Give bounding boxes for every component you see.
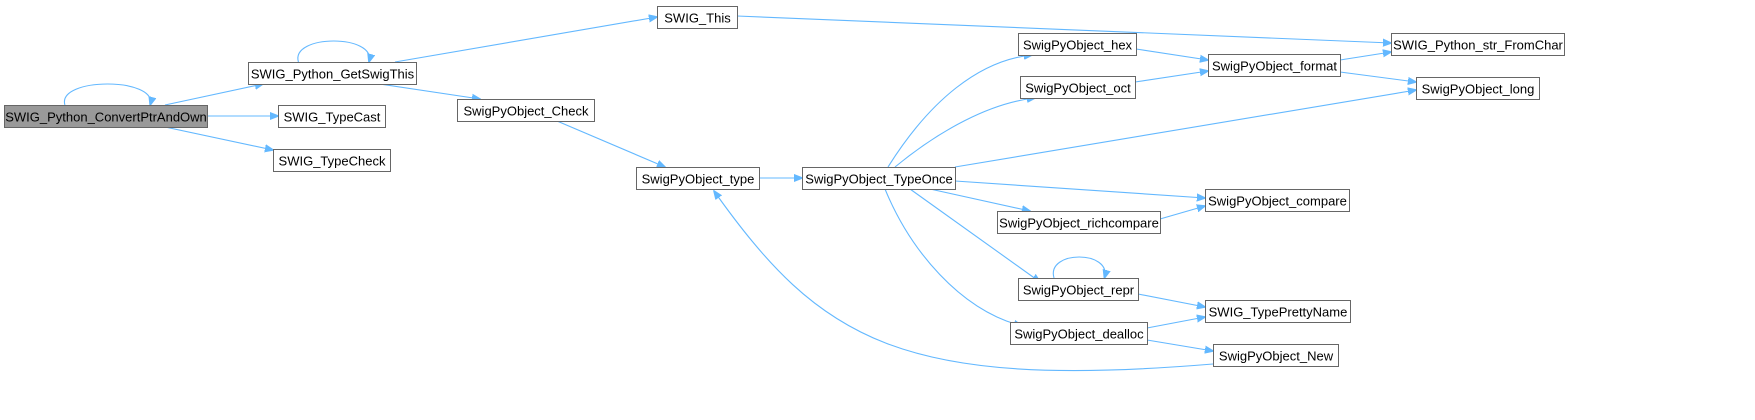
node-label: SwigPyObject_TypeOnce	[805, 172, 952, 187]
node-label: SWIG_TypePrettyName	[1209, 305, 1348, 320]
node-label: SwigPyObject_Check	[464, 104, 589, 119]
node-dealloc[interactable]: SwigPyObject_dealloc	[1010, 322, 1148, 345]
node-typeonce[interactable]: SwigPyObject_TypeOnce	[802, 167, 956, 190]
node-box	[1010, 322, 1148, 345]
node-richcompare[interactable]: SwigPyObject_richcompare	[997, 211, 1161, 234]
edges-layer	[64, 15, 1416, 372]
node-label: SWIG_Python_ConvertPtrAndOwn	[5, 110, 207, 125]
node-box	[636, 167, 760, 190]
node-format[interactable]: SwigPyObject_format	[1208, 54, 1341, 77]
node-label: SWIG_TypeCheck	[279, 154, 386, 169]
node-box	[997, 211, 1161, 234]
edge-getswigthis-to-check	[379, 83, 480, 99]
node-box	[802, 167, 956, 190]
node-root[interactable]: SWIG_Python_ConvertPtrAndOwn	[4, 105, 208, 128]
node-box	[248, 62, 417, 85]
edge-dealloc-to-new	[1146, 339, 1213, 351]
node-label: SwigPyObject_richcompare	[999, 216, 1159, 231]
node-box	[4, 105, 208, 128]
node-label: SwigPyObject_type	[642, 172, 755, 187]
edge-richcompare-to-compare	[1159, 206, 1205, 220]
edge-getswigthis-to-this	[394, 17, 657, 63]
node-box	[1020, 76, 1136, 99]
node-label: SwigPyObject_long	[1422, 82, 1535, 97]
node-repr[interactable]: SwigPyObject_repr	[1018, 278, 1139, 301]
edge-repr-to-repr	[1052, 256, 1105, 278]
node-type[interactable]: SwigPyObject_type	[636, 167, 760, 190]
node-oct[interactable]: SwigPyObject_oct	[1020, 76, 1136, 99]
node-label: SwigPyObject_format	[1212, 59, 1337, 74]
node-new[interactable]: SwigPyObject_New	[1213, 344, 1339, 367]
node-box	[1391, 33, 1565, 56]
node-box	[273, 149, 391, 172]
node-box	[657, 6, 738, 29]
node-label: SWIG_Python_str_FromChar	[1393, 38, 1563, 53]
edge-format-to-long	[1339, 71, 1416, 82]
edge-typeonce-to-richcompare	[929, 188, 1030, 211]
node-label: SWIG_Python_GetSwigThis	[251, 67, 415, 82]
edge-hex-to-format	[1135, 48, 1208, 60]
node-label: SwigPyObject_repr	[1023, 283, 1135, 298]
edge-typeonce-to-oct	[894, 98, 1035, 168]
node-box	[1416, 77, 1540, 100]
node-box	[1208, 54, 1341, 77]
node-prettyname[interactable]: SWIG_TypePrettyName	[1205, 300, 1351, 323]
edge-typeonce-to-long	[954, 90, 1416, 168]
node-getswigthis[interactable]: SWIG_Python_GetSwigThis	[248, 62, 417, 85]
edge-this-to-strfromchar	[736, 15, 1391, 43]
edge-typeonce-to-compare	[954, 180, 1205, 198]
edge-check-to-type	[556, 120, 665, 167]
node-this[interactable]: SWIG_This	[657, 6, 738, 29]
node-box	[457, 99, 595, 122]
edge-typeonce-to-hex	[887, 55, 1032, 168]
node-box	[1205, 300, 1351, 323]
node-label: SwigPyObject_oct	[1025, 81, 1131, 96]
edge-root-to-getswigthis	[164, 84, 263, 106]
node-label: SwigPyObject_New	[1219, 349, 1334, 364]
node-long[interactable]: SwigPyObject_long	[1416, 77, 1540, 100]
node-check[interactable]: SwigPyObject_Check	[457, 99, 595, 122]
node-label: SWIG_This	[664, 11, 731, 26]
node-label: SwigPyObject_hex	[1023, 38, 1133, 53]
edge-dealloc-to-prettyname	[1146, 317, 1205, 329]
edge-repr-to-prettyname	[1137, 293, 1205, 307]
edge-root-to-typecheck	[164, 126, 273, 150]
edge-typeonce-to-dealloc	[884, 188, 1022, 326]
node-label: SWIG_TypeCast	[284, 110, 381, 125]
edge-getswigthis-to-getswigthis	[297, 40, 370, 62]
edge-format-to-strfromchar	[1339, 52, 1391, 61]
node-box	[1205, 189, 1350, 212]
node-hex[interactable]: SwigPyObject_hex	[1018, 33, 1137, 56]
nodes-layer: SWIG_Python_ConvertPtrAndOwn SWIG_Python_…	[4, 6, 1565, 367]
node-strfromchar[interactable]: SWIG_Python_str_FromChar	[1391, 33, 1565, 56]
node-compare[interactable]: SwigPyObject_compare	[1205, 189, 1350, 212]
edge-oct-to-format	[1134, 71, 1208, 83]
node-box	[1018, 278, 1139, 301]
node-typecast[interactable]: SWIG_TypeCast	[278, 105, 386, 128]
edge-root-to-root	[64, 83, 150, 105]
node-label: SwigPyObject_compare	[1208, 194, 1347, 209]
edge-new-to-type	[714, 191, 1214, 372]
node-box	[278, 105, 386, 128]
edge-typeonce-to-repr	[909, 188, 1040, 282]
node-box	[1018, 33, 1137, 56]
node-box	[1213, 344, 1339, 367]
node-label: SwigPyObject_dealloc	[1014, 327, 1144, 342]
node-typecheck[interactable]: SWIG_TypeCheck	[273, 149, 391, 172]
